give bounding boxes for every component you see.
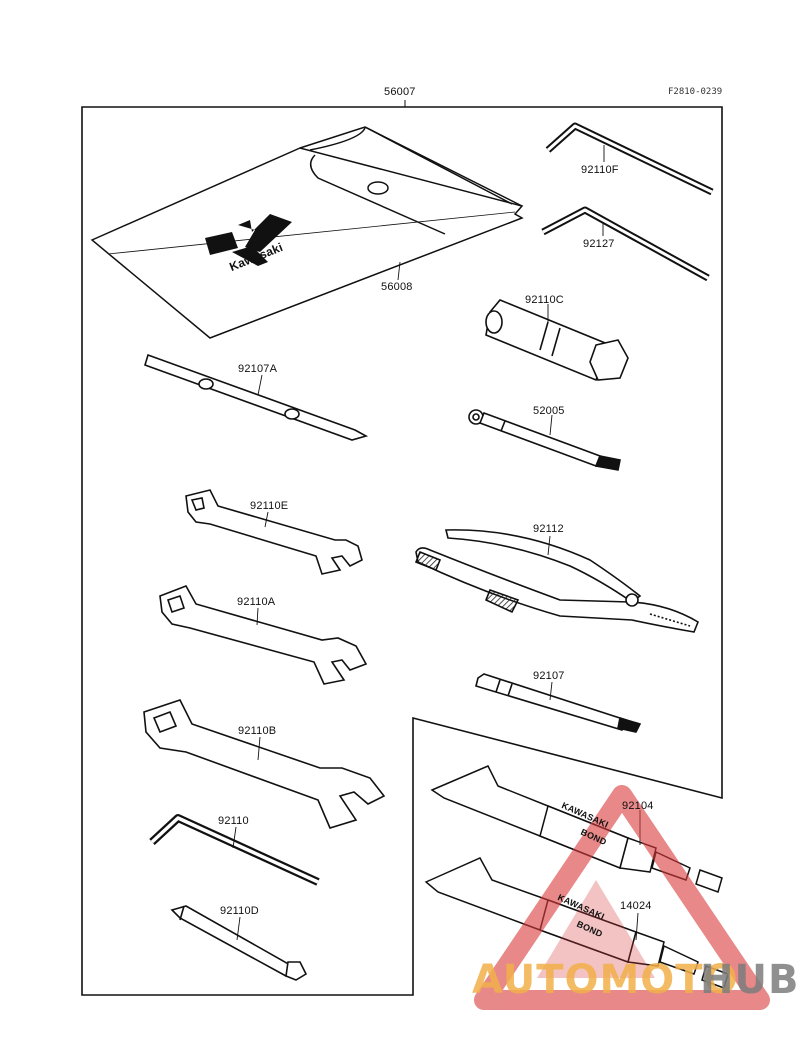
leader-lines	[232, 145, 641, 941]
part-label-92110d: 92110D	[220, 905, 259, 917]
plug-wrench-92110c	[485, 299, 629, 382]
hex-key-92110f	[545, 122, 714, 196]
wrench-92110a	[159, 585, 368, 685]
pliers-92112	[414, 529, 699, 633]
part-label-92110e: 92110E	[250, 500, 289, 512]
watermark-text-automoto: AUTOMOTO	[472, 957, 739, 1003]
bond-tube-14024	[424, 857, 729, 989]
screwdriver-bit-92107a	[144, 353, 369, 441]
part-label-56008: 56008	[381, 281, 413, 293]
screwdriver-handle-52005	[468, 409, 621, 471]
part-label-92110f: 92110F	[581, 164, 619, 176]
part-label-52005: 52005	[533, 405, 565, 417]
kit-label: 56007	[384, 86, 416, 98]
part-label-92107: 92107	[533, 670, 565, 682]
wrench-92110e	[185, 489, 363, 575]
part-label-92110b: 92110B	[238, 725, 277, 737]
part-label-92110a: 92110A	[237, 596, 276, 608]
kawasaki-logo	[205, 214, 292, 266]
kit-boundary	[81, 106, 723, 996]
part-label-92127: 92127	[583, 238, 615, 250]
part-label-92110c: 92110C	[525, 294, 564, 306]
part-label-92110: 92110	[218, 815, 249, 827]
watermark-triangle	[474, 785, 770, 1010]
figure-reference: F2810-0239	[668, 87, 723, 97]
wrench-92110b	[143, 699, 386, 829]
part-label-92112: 92112	[533, 523, 564, 535]
screwdriver-92107	[475, 673, 642, 733]
part-label-92107a: 92107A	[238, 363, 278, 375]
extension-bar-92110d	[170, 905, 308, 981]
watermark-text-hub: HUB	[700, 957, 800, 1003]
part-label-14024: 14024	[620, 900, 652, 912]
part-label-92104: 92104	[622, 800, 654, 812]
tool-pouch	[90, 126, 524, 339]
